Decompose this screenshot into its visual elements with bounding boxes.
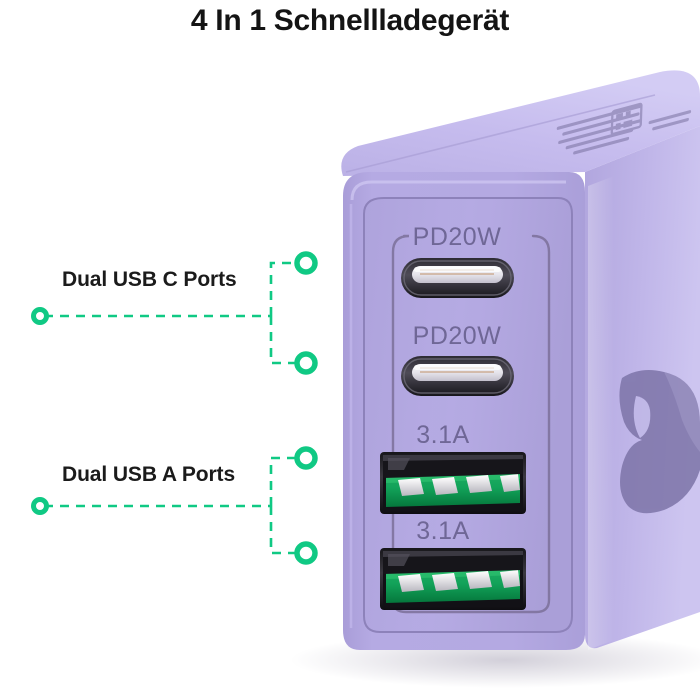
callout-line-usb-c: [44, 261, 297, 365]
callout-endpoint-usb-a-1: [294, 446, 318, 470]
callout-endpoint-usb-c-2: [294, 351, 318, 375]
brand-logo-icon: [619, 370, 700, 514]
side-face-gloss: [588, 176, 614, 650]
charger-top-bevel-line: [345, 94, 656, 173]
port-label-usb-a-1: 3.1A: [416, 421, 469, 449]
callout-endpoint-usb-c-1: [294, 251, 318, 275]
port-label-usb-c-2: PD20W: [413, 322, 502, 350]
usb-a-port-2: [380, 548, 526, 610]
charger-front-edge-highlight: [350, 180, 566, 201]
callout-line-usb-a: [44, 456, 297, 555]
charger-top-face: [341, 70, 700, 176]
callout-origin-dot-usb-a: [31, 497, 49, 515]
usb-c-port-1: [401, 258, 514, 298]
usb-a-contacts-2: [398, 570, 520, 592]
port-label-usb-a-2: 3.1A: [416, 517, 469, 545]
usb-a-contacts-1: [398, 474, 520, 496]
usb-a-port-1: [380, 452, 526, 514]
usb-c-port-2: [401, 356, 514, 396]
callout-label-usb-a-ports: Dual USB A Ports: [62, 463, 236, 486]
callout-origin-dot-usb-c: [31, 307, 49, 325]
page-title: 4 In 1 Schnellladegerät: [190, 4, 510, 37]
port-label-usb-c-1: PD20W: [413, 223, 502, 251]
callout-label-usb-c-ports: Dual USB C Ports: [62, 268, 237, 291]
top-face-fineprint: [556, 102, 692, 155]
charger-recessed-panel: [363, 197, 573, 633]
callout-endpoint-usb-a-2: [294, 541, 318, 565]
